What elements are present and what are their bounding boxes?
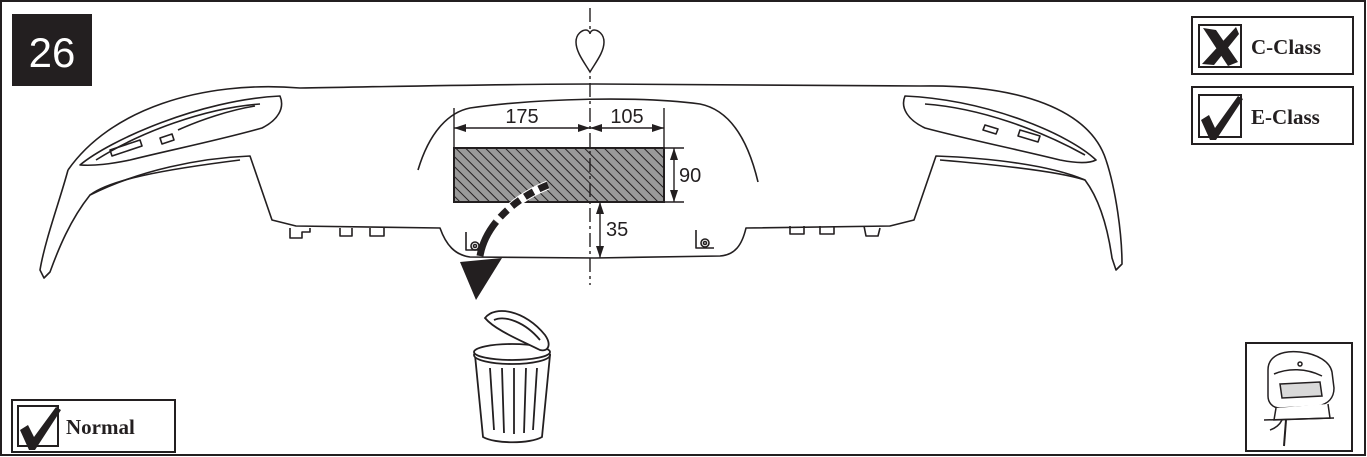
x-mark-icon [1202,27,1239,66]
dimension-bottom-offset: 35 [606,219,628,241]
bumper-drawing [39,83,1123,279]
e-class-label: E-Class [1251,105,1320,129]
step-number-badge: 26 [12,14,92,86]
jigsaw-icon [1263,350,1335,447]
normal-label: Normal [66,415,135,439]
dimension-lines [453,108,684,258]
checkmark-icon [1201,96,1243,140]
jigsaw-tool-box [1245,342,1353,452]
step-number: 26 [29,29,76,76]
c-class-variant-box: C-Class [1191,16,1354,75]
e-class-variant-box: E-Class [1191,86,1354,145]
dimension-left-width: 175 [505,106,538,128]
dimension-right-width: 105 [610,106,643,128]
c-class-label: C-Class [1251,35,1321,59]
discard-arrow-icon [460,180,550,300]
trash-can-icon [473,310,551,444]
dimension-height: 90 [679,165,701,187]
cut-area [453,147,665,203]
heart-center-marker-icon [575,29,605,74]
normal-variant-box: Normal [11,399,176,453]
checkmark-icon [20,407,61,450]
